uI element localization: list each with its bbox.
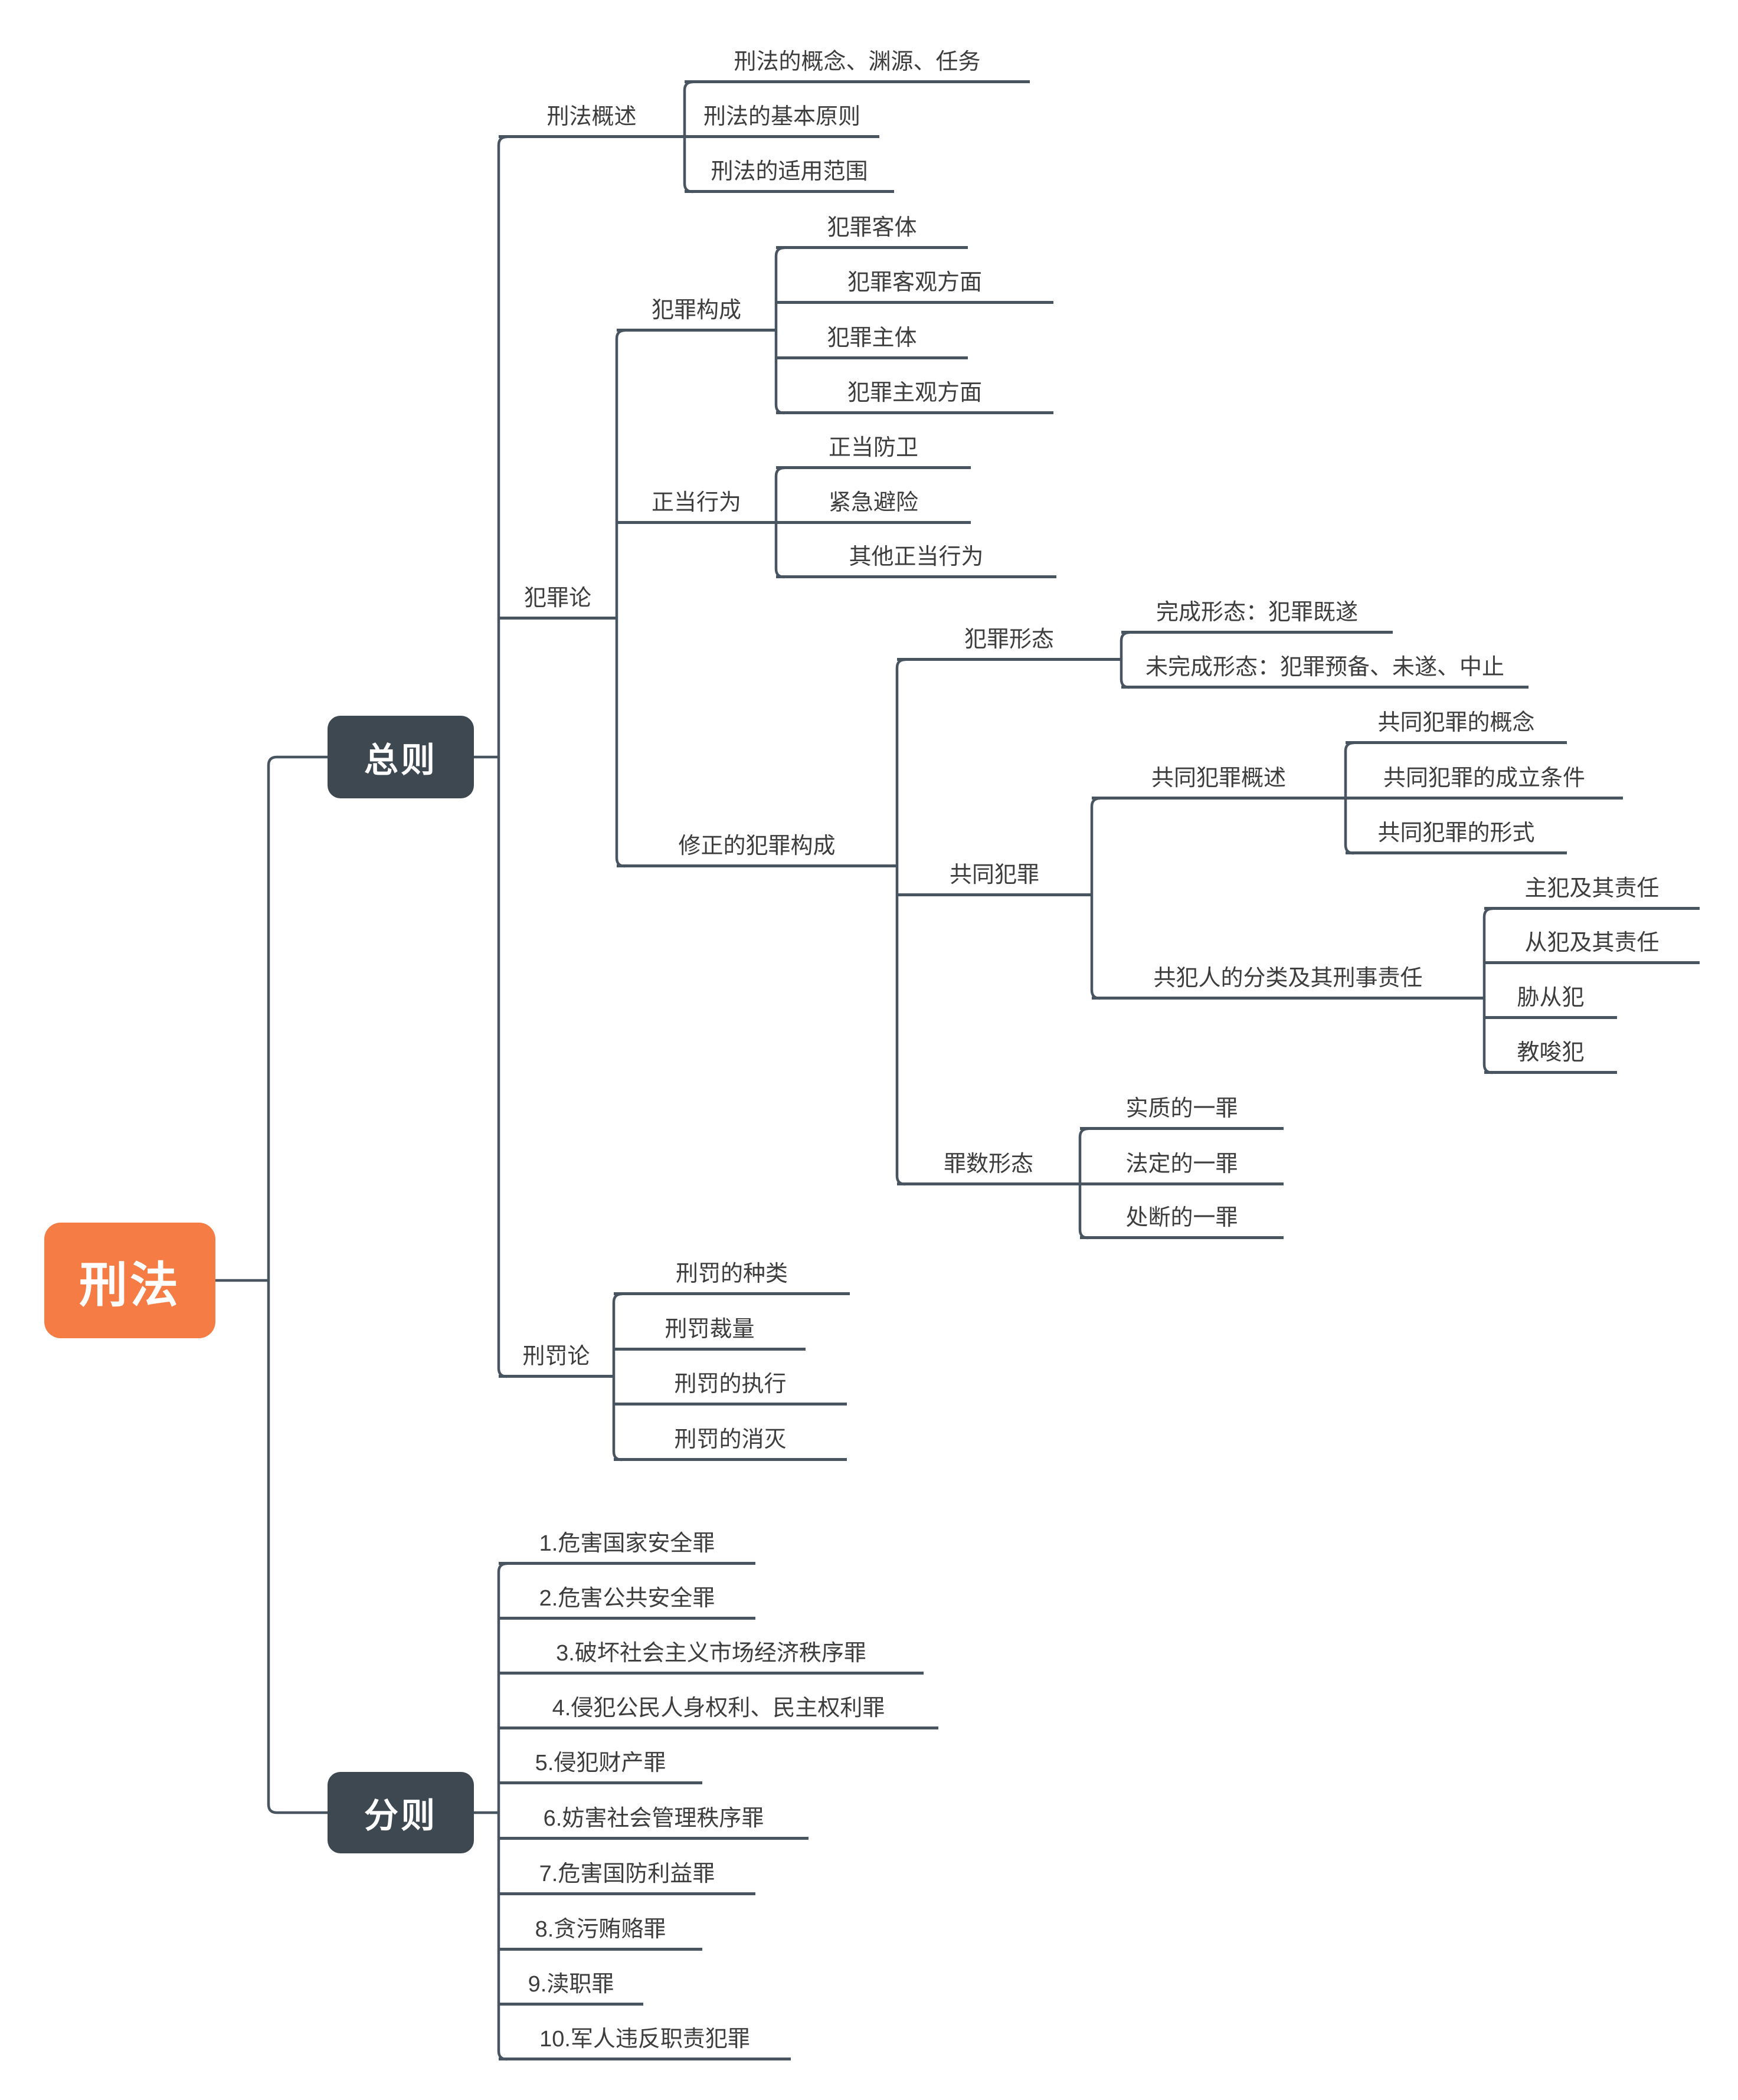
topic-penalty-item[interactable]: 刑罚裁量 xyxy=(614,1313,806,1351)
topic-crime-forms[interactable]: 犯罪形态 xyxy=(897,623,1121,661)
topic-specific-provisions[interactable]: 分则 xyxy=(328,1772,474,1853)
topic-overview-item[interactable]: 刑法的适用范围 xyxy=(685,155,894,193)
topic-overview-item[interactable]: 刑法的基本原则 xyxy=(685,100,879,138)
topic-counts-item[interactable]: 法定的一罪 xyxy=(1080,1148,1284,1185)
topic-joint-overview-item[interactable]: 共同犯罪的形式 xyxy=(1346,817,1567,854)
topic-overview[interactable]: 刑法概述 xyxy=(499,100,685,138)
topic-composition-item[interactable]: 犯罪主体 xyxy=(776,322,968,359)
topic-specific-item[interactable]: 7.危害国防利益罪 xyxy=(499,1857,755,1895)
topic-composition-item[interactable]: 犯罪客体 xyxy=(776,211,968,249)
topic-penalty-item[interactable]: 刑罚的种类 xyxy=(614,1257,850,1295)
connector-crime-bracket xyxy=(615,329,626,868)
topic-specific-item[interactable]: 1.危害国家安全罪 xyxy=(499,1527,755,1565)
topic-accomplice-item[interactable]: 胁从犯 xyxy=(1484,981,1617,1019)
topic-justifiable-acts[interactable]: 正当行为 xyxy=(617,486,776,524)
topic-root[interactable]: 刑法 xyxy=(44,1223,215,1338)
topic-crime-forms-item[interactable]: 完成形态：犯罪既遂 xyxy=(1121,596,1393,634)
topic-justifiable-item[interactable]: 其他正当行为 xyxy=(776,540,1056,578)
topic-specific-item[interactable]: 3.破坏社会主义市场经济秩序罪 xyxy=(499,1637,924,1675)
topic-counts-item[interactable]: 处断的一罪 xyxy=(1080,1201,1284,1239)
topic-composition-item[interactable]: 犯罪主观方面 xyxy=(776,376,1053,414)
topic-crime-theory[interactable]: 犯罪论 xyxy=(499,582,617,620)
topic-accomplice-item[interactable]: 教唆犯 xyxy=(1484,1036,1617,1074)
topic-penalty-item[interactable]: 刑罚的执行 xyxy=(614,1368,847,1406)
topic-joint-overview-item[interactable]: 共同犯罪的概念 xyxy=(1346,706,1567,744)
topic-justifiable-item[interactable]: 正当防卫 xyxy=(776,431,971,469)
connector-root-trunk xyxy=(215,755,328,1814)
topic-counts-forms[interactable]: 罪数形态 xyxy=(897,1148,1080,1185)
topic-specific-item[interactable]: 8.贪污贿赂罪 xyxy=(499,1913,702,1951)
topic-joint-overview-item[interactable]: 共同犯罪的成立条件 xyxy=(1346,762,1623,800)
topic-composition-item[interactable]: 犯罪客观方面 xyxy=(776,266,1053,304)
topic-overview-item[interactable]: 刑法的概念、渊源、任务 xyxy=(685,45,1030,83)
topic-specific-item[interactable]: 6.妨害社会管理秩序罪 xyxy=(499,1802,809,1840)
topic-accomplice-classes[interactable]: 共犯人的分类及其刑事责任 xyxy=(1092,962,1484,1000)
connector-modified-bracket xyxy=(895,658,906,1186)
topic-justifiable-item[interactable]: 紧急避险 xyxy=(776,486,971,524)
topic-penalty-item[interactable]: 刑罚的消灭 xyxy=(614,1423,847,1461)
topic-crime-forms-item[interactable]: 未完成形态：犯罪预备、未遂、中止 xyxy=(1121,651,1528,689)
topic-accomplice-item[interactable]: 主犯及其责任 xyxy=(1484,872,1700,910)
connector-general-bracket xyxy=(497,135,508,1378)
topic-specific-item[interactable]: 4.侵犯公民人身权利、民主权利罪 xyxy=(499,1692,938,1729)
topic-joint-overview[interactable]: 共同犯罪概述 xyxy=(1092,762,1346,800)
topic-specific-item[interactable]: 5.侵犯财产罪 xyxy=(499,1747,702,1784)
topic-specific-item[interactable]: 9.渎职罪 xyxy=(499,1968,643,2006)
topic-accomplice-item[interactable]: 从犯及其责任 xyxy=(1484,926,1700,964)
topic-specific-item[interactable]: 10.军人违反职责犯罪 xyxy=(499,2023,791,2060)
topic-modified-composition[interactable]: 修正的犯罪构成 xyxy=(617,830,897,867)
topic-specific-item[interactable]: 2.危害公共安全罪 xyxy=(499,1582,755,1620)
topic-general-provisions[interactable]: 总则 xyxy=(328,716,474,798)
topic-composition[interactable]: 犯罪构成 xyxy=(617,294,776,332)
topic-counts-item[interactable]: 实质的一罪 xyxy=(1080,1092,1284,1130)
topic-joint-crime[interactable]: 共同犯罪 xyxy=(897,859,1092,896)
topic-penalty-theory[interactable]: 刑罚论 xyxy=(499,1340,614,1378)
